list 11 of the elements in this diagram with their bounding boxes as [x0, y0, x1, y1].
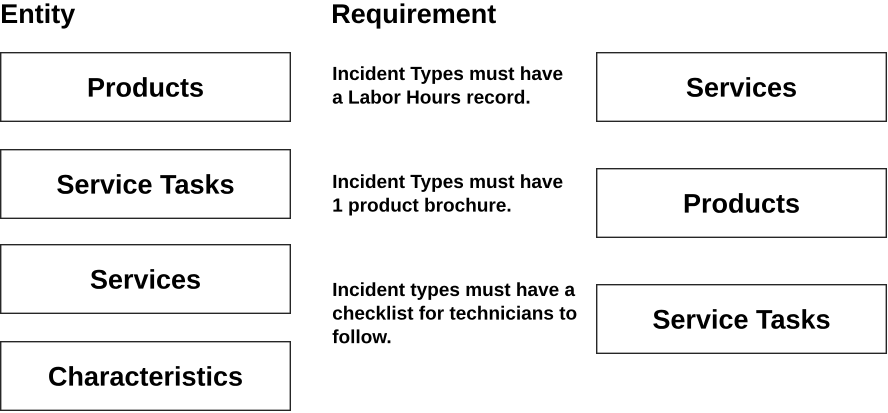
requirement-text: Incident Types must have a Labor Hours record. [332, 66, 562, 104]
entity-box: Products [0, 52, 291, 122]
entity-box: Services [0, 244, 291, 314]
requirement-text: Incident types must have a checklist for technicians to follow. [332, 282, 576, 344]
entity-box: Characteristics [0, 341, 291, 411]
entity-box: Service Tasks [0, 149, 291, 219]
entity-box: Products [596, 168, 887, 238]
entity-box: Service Tasks [596, 284, 887, 354]
requirement-text: Incident Types must have 1 product brochure. [333, 174, 562, 216]
entity-box: Services [596, 52, 887, 122]
column-heading: Requirement [333, 3, 496, 29]
